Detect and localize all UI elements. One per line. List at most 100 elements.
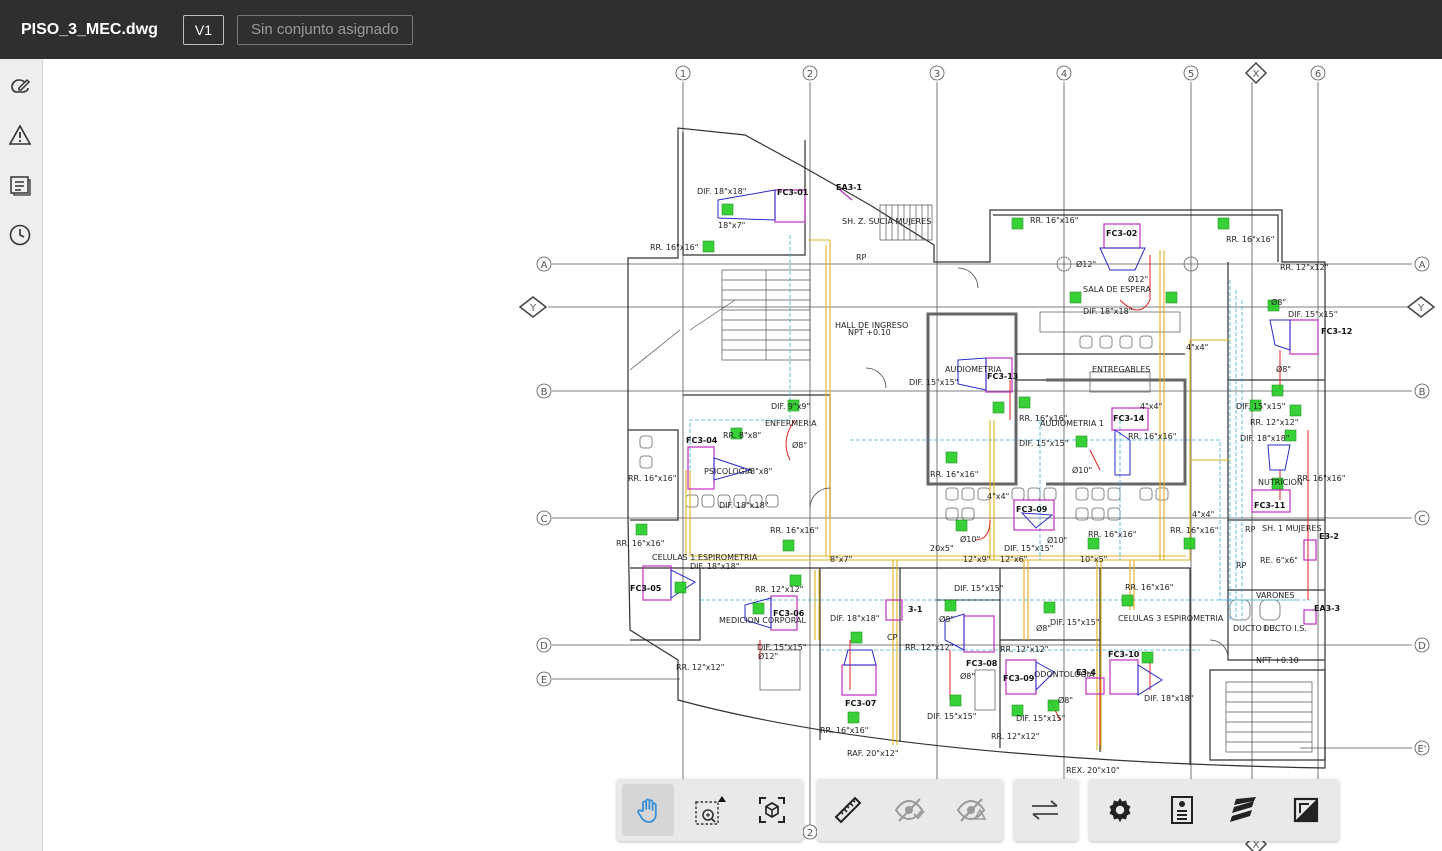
svg-text:FC3-09: FC3-09: [1003, 674, 1035, 683]
svg-text:D: D: [540, 641, 548, 652]
svg-text:2: 2: [807, 69, 813, 80]
svg-text:Ø12": Ø12": [1128, 274, 1148, 284]
svg-text:RR. 12"x12": RR. 12"x12": [676, 663, 724, 672]
issues-warning-icon[interactable]: [5, 120, 35, 150]
fullscreen-icon[interactable]: [1280, 784, 1332, 836]
navigation-toolbar: [617, 779, 803, 841]
svg-text:DUCTO I.S.: DUCTO I.S.: [1263, 624, 1307, 633]
svg-text:AUDIOMETRIA 1: AUDIOMETRIA 1: [1040, 419, 1104, 428]
svg-text:MEDICION CORPORAL: MEDICION CORPORAL: [719, 616, 807, 625]
hide-objects-alt-icon[interactable]: [946, 784, 998, 836]
settings-gear-icon[interactable]: [1094, 784, 1146, 836]
svg-text:X: X: [1253, 840, 1260, 851]
svg-text:E3-4: E3-4: [1076, 668, 1096, 677]
svg-text:RR. 16"x16": RR. 16"x16": [1226, 235, 1274, 244]
svg-text:Ø10": Ø10": [1047, 535, 1067, 545]
svg-text:DIF. 18"x18": DIF. 18"x18": [719, 501, 768, 510]
svg-text:DIF. 15"x15": DIF. 15"x15": [909, 378, 958, 387]
svg-text:RR. 12"x12": RR. 12"x12": [1250, 418, 1298, 427]
svg-text:NUTRICION: NUTRICION: [1258, 478, 1303, 487]
svg-text:RR. 16"x16": RR. 16"x16": [770, 526, 818, 535]
svg-text:RR. 16"x16": RR. 16"x16": [628, 474, 676, 483]
set-assignment[interactable]: Sin conjunto asignado: [237, 14, 413, 45]
properties-panel-icon[interactable]: [1156, 784, 1208, 836]
svg-text:B: B: [541, 387, 548, 398]
svg-text:Ø8": Ø8": [1271, 297, 1286, 307]
svg-text:HALL DE INGRESO: HALL DE INGRESO: [835, 321, 908, 330]
svg-text:1: 1: [680, 69, 686, 80]
svg-text:DIF. 15"x15": DIF. 15"x15": [954, 584, 1003, 593]
hide-objects-icon[interactable]: [884, 784, 936, 836]
zoom-window-icon[interactable]: [684, 784, 736, 836]
svg-text:18"x7": 18"x7": [718, 221, 745, 230]
svg-text:RAF. 20"x12": RAF. 20"x12": [847, 749, 899, 758]
svg-text:B: B: [1419, 387, 1426, 398]
settings-toolbar: [1089, 779, 1339, 841]
svg-text:FC3-07: FC3-07: [845, 699, 876, 708]
svg-text:SALA DE ESPERA: SALA DE ESPERA: [1083, 285, 1151, 294]
svg-text:RR. 12"x12": RR. 12"x12": [991, 732, 1039, 741]
svg-text:SH. Z. SUCIA MUJERES: SH. Z. SUCIA MUJERES: [842, 217, 931, 226]
svg-text:4"x4": 4"x4": [1192, 510, 1214, 519]
svg-text:RE. 6"x6": RE. 6"x6": [1260, 556, 1298, 565]
markup-icon[interactable]: [5, 71, 35, 101]
pan-hand-icon[interactable]: [622, 784, 674, 836]
svg-text:C: C: [1419, 514, 1426, 525]
svg-text:Ø8": Ø8": [960, 671, 975, 681]
svg-text:CELULAS 1 ESPIROMETRIA: CELULAS 1 ESPIROMETRIA: [652, 553, 758, 562]
header-bar: PISO_3_MEC.dwg V1 Sin conjunto asignado: [0, 0, 1442, 59]
svg-text:DIF. 18"x18": DIF. 18"x18": [697, 187, 746, 196]
file-name: PISO_3_MEC.dwg: [21, 20, 158, 38]
supply-ducts: [685, 239, 1230, 750]
svg-text:Ø10": Ø10": [960, 534, 980, 544]
svg-text:2: 2: [807, 828, 813, 839]
measure-ruler-icon[interactable]: [822, 784, 874, 836]
version-badge[interactable]: V1: [182, 14, 225, 45]
compare-arrows-icon[interactable]: [1019, 784, 1071, 836]
svg-text:DIF. 15"x15": DIF. 15"x15": [1288, 310, 1337, 319]
svg-text:DIF. 15"x15": DIF. 15"x15": [757, 643, 806, 652]
svg-text:12"x9": 12"x9": [963, 555, 990, 564]
sheets-list-icon[interactable]: [5, 170, 35, 200]
svg-text:REX. 20"x10": REX. 20"x10": [1066, 766, 1120, 775]
svg-text:A: A: [1419, 260, 1426, 271]
svg-text:RR. 16"x16": RR. 16"x16": [616, 539, 664, 548]
svg-text:NPT +0.10: NPT +0.10: [1256, 656, 1299, 665]
svg-text:RR. 16"x16": RR. 16"x16": [650, 243, 698, 252]
fit-to-view-icon[interactable]: [746, 784, 798, 836]
svg-text:5: 5: [1188, 69, 1194, 80]
left-sidebar: [0, 59, 43, 851]
svg-text:4"x4": 4"x4": [1186, 343, 1208, 352]
svg-text:Ø8": Ø8": [1058, 695, 1073, 705]
svg-text:Ø8": Ø8": [939, 614, 954, 624]
svg-text:RR. 8"x8": RR. 8"x8": [723, 431, 761, 440]
svg-text:RR. 16"x16": RR. 16"x16": [1019, 414, 1067, 423]
svg-text:PSICOLOGIA: PSICOLOGIA: [704, 467, 753, 476]
svg-text:RR. 12"x12": RR. 12"x12": [755, 585, 803, 594]
svg-text:FC3-10: FC3-10: [1108, 650, 1140, 659]
svg-text:RP: RP: [1236, 561, 1247, 570]
svg-text:Y: Y: [1417, 303, 1425, 314]
svg-text:SH. 1 MUJERES: SH. 1 MUJERES: [1262, 524, 1322, 533]
svg-text:ENTREGABLES: ENTREGABLES: [1092, 365, 1150, 374]
building-walls: [627, 127, 1326, 769]
svg-text:DIF. 18"x18": DIF. 18"x18": [1144, 694, 1193, 703]
svg-text:20x5": 20x5": [930, 544, 954, 553]
svg-text:FC3-11: FC3-11: [1254, 501, 1286, 510]
svg-text:4: 4: [1061, 69, 1067, 80]
svg-text:D: D: [1418, 641, 1426, 652]
svg-text:8"x7": 8"x7": [830, 555, 852, 564]
svg-text:RP: RP: [856, 253, 867, 262]
svg-text:RR. 16"x16": RR. 16"x16": [1128, 432, 1176, 441]
layers-icon[interactable]: [1218, 784, 1270, 836]
svg-text:C: C: [541, 514, 548, 525]
svg-text:A: A: [541, 260, 548, 271]
history-clock-icon[interactable]: [5, 220, 35, 250]
diffusers: [635, 203, 1302, 724]
compare-toolbar: [1014, 779, 1078, 841]
svg-text:E3-2: E3-2: [1319, 532, 1339, 541]
svg-text:FC3-08: FC3-08: [966, 659, 998, 668]
svg-text:CELULAS 3 ESPIROMETRIA: CELULAS 3 ESPIROMETRIA: [1118, 614, 1224, 623]
svg-text:10"x5": 10"x5": [1080, 555, 1107, 564]
